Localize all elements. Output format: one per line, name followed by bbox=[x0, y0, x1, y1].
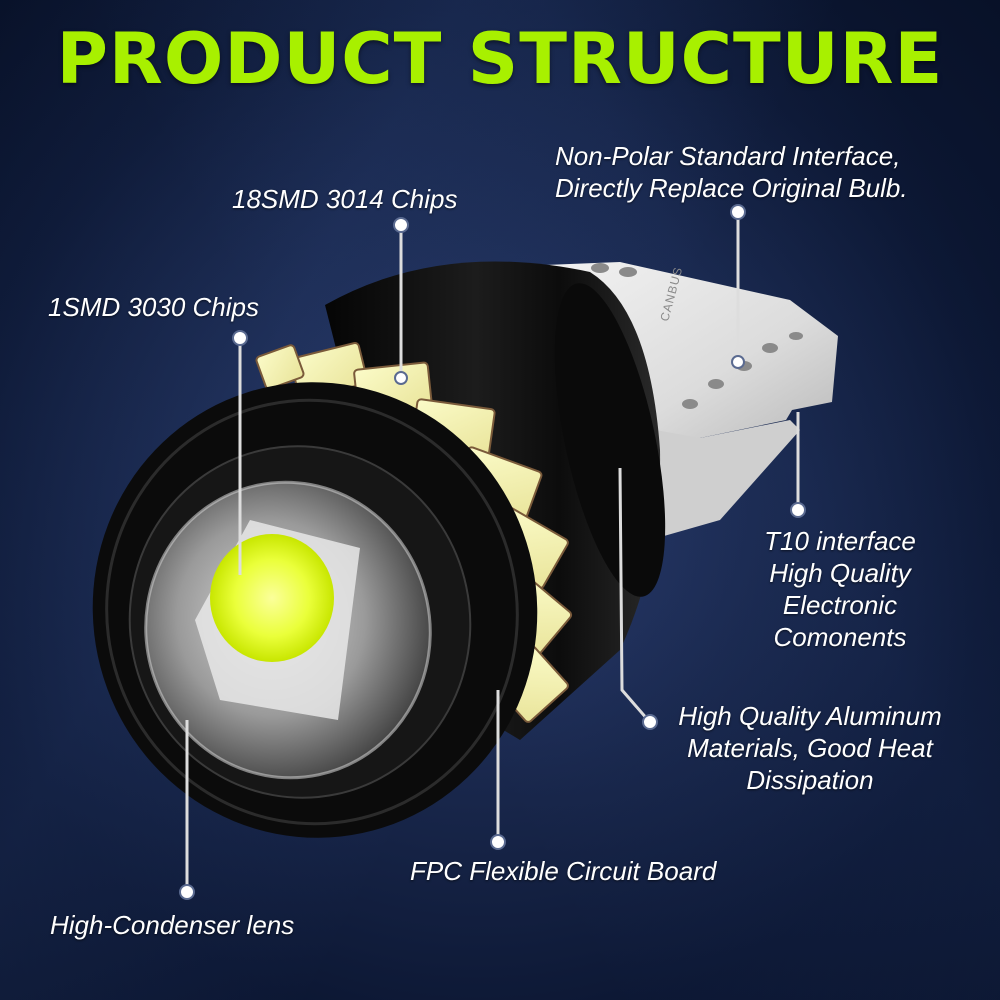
pointer-dot-aluminum bbox=[642, 714, 658, 730]
pointer-dot-t10 bbox=[790, 502, 806, 518]
label-t10-line4: Comonents bbox=[773, 622, 907, 652]
pointer-dot-interface bbox=[730, 204, 746, 220]
label-1smd-chips: 1SMD 3030 Chips bbox=[48, 292, 259, 322]
label-fpc-board: FPC Flexible Circuit Board bbox=[410, 856, 717, 886]
label-aluminum-line2: Materials, Good Heat bbox=[687, 733, 933, 763]
label-interface-line2: Directly Replace Original Bulb. bbox=[555, 173, 908, 203]
pointer-dot-18smd bbox=[393, 217, 409, 233]
label-interface-line1: Non-Polar Standard Interface, bbox=[555, 141, 901, 171]
label-aluminum-line1: High Quality Aluminum bbox=[678, 701, 942, 731]
pointer-end-interface bbox=[731, 355, 745, 369]
label-t10-line1: T10 interface bbox=[764, 526, 916, 556]
pointer-dot-fpc bbox=[490, 834, 506, 850]
pointer-end-18smd bbox=[394, 371, 408, 385]
label-condenser-lens: High-Condenser lens bbox=[50, 910, 295, 940]
pointer-dot-1smd bbox=[232, 330, 248, 346]
smd-3030-led bbox=[210, 534, 334, 662]
label-18smd-chips: 18SMD 3014 Chips bbox=[232, 184, 458, 214]
label-t10-line2: High Quality bbox=[769, 558, 911, 588]
label-t10-line3: Electronic bbox=[782, 590, 898, 620]
pointer-dot-lens bbox=[179, 884, 195, 900]
condenser-lens bbox=[144, 480, 432, 780]
page-title: PRODUCT STRUCTURE bbox=[56, 18, 944, 100]
leader-lines bbox=[185, 212, 800, 890]
label-aluminum-line3: Dissipation bbox=[746, 765, 874, 795]
